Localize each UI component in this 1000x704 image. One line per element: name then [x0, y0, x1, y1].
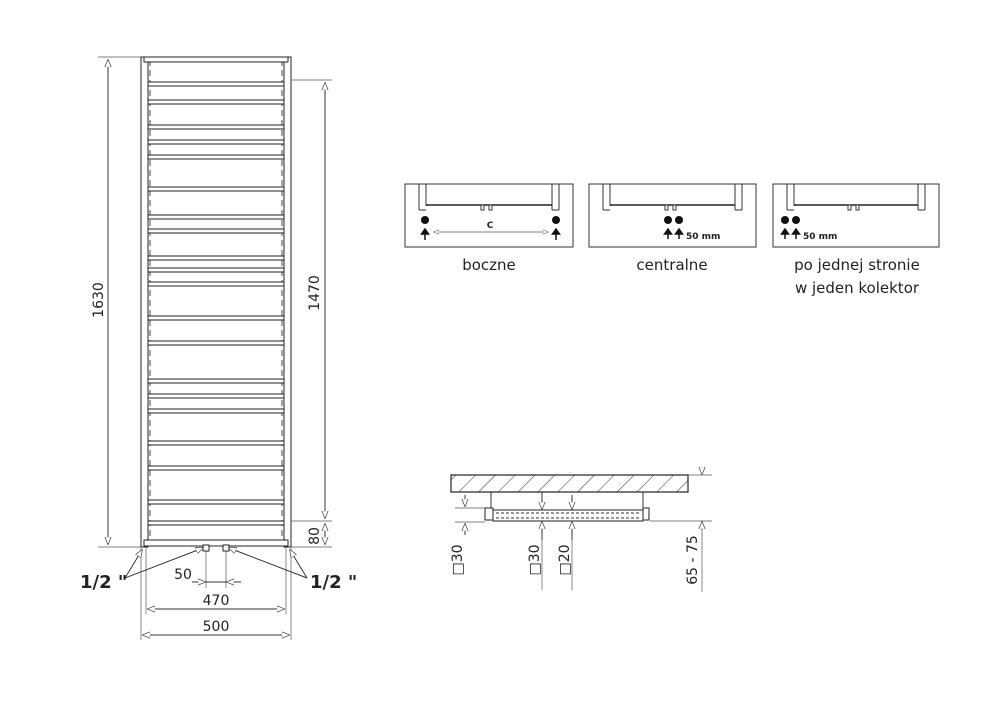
rail-6	[147, 186, 285, 192]
side-c-label: C	[487, 221, 494, 231]
connection-side: C boczne	[404, 183, 574, 274]
one-side-connection-label-1: po jednej stronie	[794, 256, 920, 274]
rail-18	[147, 465, 285, 471]
rail-16	[147, 408, 285, 414]
rails	[147, 81, 285, 526]
height-total-label: 1630	[91, 282, 107, 318]
width-axis-label: 470	[203, 593, 230, 609]
rail-1	[147, 81, 285, 87]
rail-10	[147, 267, 285, 273]
wall-section	[450, 474, 689, 493]
rail-20	[147, 520, 285, 526]
rail-4	[147, 139, 285, 145]
right-collector	[283, 56, 292, 548]
one-side-connection-label-2: w jeden kolektor	[795, 279, 920, 297]
rail-7	[147, 214, 285, 220]
connection-central: 50 mm centralne	[588, 183, 757, 274]
one-side-spacing-label: 50 mm	[803, 232, 837, 242]
thread-right-label: 1/2 "	[310, 572, 357, 593]
rail-9	[147, 255, 285, 261]
left-profile-label: □30	[450, 544, 466, 575]
center-profile-label: □30	[527, 544, 543, 575]
width-total-label: 500	[203, 619, 230, 635]
rail-12	[147, 315, 285, 321]
front-view: 1630 1470 80 50 470 500	[80, 56, 357, 640]
rail-2	[147, 99, 285, 105]
rail-17	[147, 440, 285, 446]
central-spacing-label: 50 mm	[686, 232, 720, 242]
rail-13	[147, 340, 285, 346]
rail-8	[147, 228, 285, 234]
rail-profile-label: □20	[557, 544, 573, 575]
bottom-offset-label: 80	[307, 527, 323, 545]
section-view: □30 □30 □20 65 - 75	[450, 467, 712, 592]
wall-distance-label: 65 - 75	[685, 535, 701, 585]
height-axis-label: 1470	[307, 275, 323, 311]
left-collector	[140, 56, 149, 548]
side-connection-label: boczne	[462, 256, 516, 274]
rail-19	[147, 499, 285, 505]
rail-14	[147, 378, 285, 384]
rail-3	[147, 124, 285, 130]
thread-left-label: 1/2 "	[80, 572, 127, 593]
rail-11	[147, 281, 285, 287]
center-pipe-label: 50	[174, 567, 192, 583]
connection-one-side: 50 mm po jednej stronie w jeden kolektor	[772, 183, 940, 297]
rail-5	[147, 154, 285, 160]
central-connection-label: centralne	[636, 256, 707, 274]
rail-15	[147, 393, 285, 399]
